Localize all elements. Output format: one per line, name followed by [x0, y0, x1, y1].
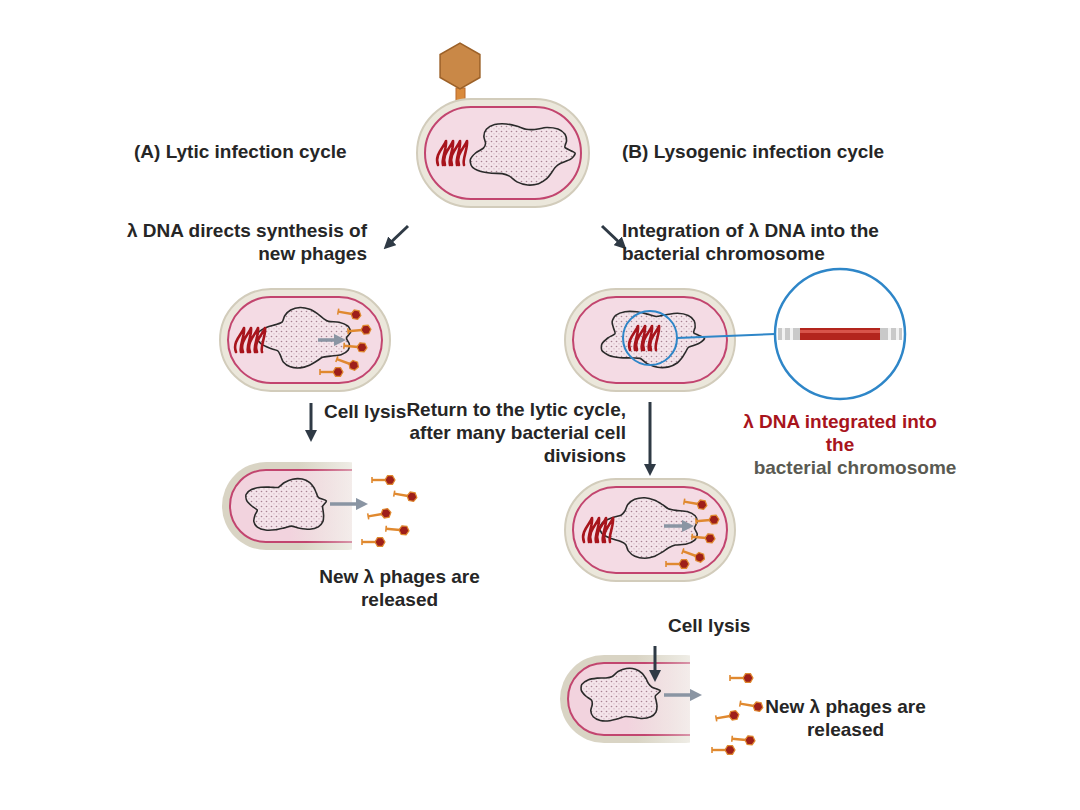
- cell-membrane: [228, 297, 382, 383]
- cell-wall: [565, 289, 735, 391]
- new-phage: [712, 746, 735, 755]
- lambda-dna: [629, 326, 659, 350]
- cell-membrane: [425, 107, 581, 199]
- cycle-heading: (A) Lytic infection cycle: [134, 140, 414, 163]
- lambda-dna: [583, 518, 613, 542]
- result-label: New λ phages are released: [758, 695, 933, 741]
- cell-wall: [565, 479, 735, 581]
- lambda-dna: [437, 141, 467, 165]
- zoom-leader: [677, 334, 775, 338]
- new-phage: [692, 532, 716, 543]
- step-arrow: [654, 646, 657, 676]
- new-phage: [386, 524, 410, 535]
- zoom-marker: [623, 311, 677, 365]
- synthesis-arrow: [330, 502, 362, 506]
- new-phage: [666, 560, 689, 569]
- step-arrow: [602, 226, 622, 245]
- synthesis-arrow: [664, 693, 696, 697]
- cell-membrane: [573, 487, 727, 573]
- bacterial-chromosome: [257, 308, 351, 368]
- step-arrow: [310, 403, 313, 436]
- chromosome-segment: [778, 328, 902, 340]
- lambda-dna: [235, 328, 265, 352]
- new-phage: [730, 674, 753, 683]
- phage-head: [440, 43, 480, 89]
- lysed-cell: [560, 651, 764, 754]
- synthesis-arrow: [318, 338, 340, 342]
- new-phage: [683, 497, 707, 510]
- new-phage: [362, 538, 385, 547]
- step-label: Integration of λ DNA into the bacterial …: [622, 219, 912, 265]
- cell-opening: [690, 651, 750, 747]
- bacterial-chromosome: [599, 498, 697, 558]
- cycle-heading: (B) Lysogenic infection cycle: [622, 140, 942, 163]
- step-label: Cell lysis: [668, 614, 778, 637]
- cell-wall: [417, 99, 589, 207]
- step-label: λ DNA directs synthesis of new phages: [115, 219, 367, 265]
- infected-cell: [417, 43, 589, 207]
- new-phage: [715, 710, 739, 723]
- bacterial-chromosome: [470, 124, 575, 185]
- cell-opening: [352, 458, 412, 554]
- new-phage: [739, 699, 763, 712]
- bacterial-chromosome: [246, 479, 327, 530]
- cell-wall: [220, 289, 390, 391]
- step-arrow: [388, 226, 408, 245]
- bacterial-chromosome: [581, 668, 660, 720]
- new-phage: [393, 489, 417, 502]
- step-arrow: [649, 402, 652, 470]
- induced-cell: [565, 479, 735, 581]
- result-label: New λ phages are released: [312, 565, 487, 611]
- step-label: Return to the lytic cycle, after many ba…: [388, 398, 626, 467]
- new-phage: [320, 368, 343, 377]
- bacterial-chromosome: [601, 312, 704, 368]
- new-phage: [696, 515, 720, 526]
- lytic-cell: [220, 289, 390, 391]
- lysogen-cell: [565, 289, 775, 391]
- lysed-cell: [222, 458, 418, 554]
- zoom-inset: [775, 269, 905, 399]
- cell-membrane: [573, 297, 727, 383]
- new-phage: [732, 734, 756, 745]
- synthesis-arrow: [664, 524, 688, 528]
- new-phage: [348, 325, 372, 336]
- new-phage: [344, 341, 368, 352]
- inset-label: λ DNA integrated into the: [730, 410, 950, 456]
- inset-label: bacterial chromosome: [730, 456, 980, 479]
- new-phage: [337, 307, 361, 320]
- new-phage: [372, 476, 395, 485]
- new-phage: [367, 508, 391, 521]
- integrated-lambda-dna: [800, 328, 880, 340]
